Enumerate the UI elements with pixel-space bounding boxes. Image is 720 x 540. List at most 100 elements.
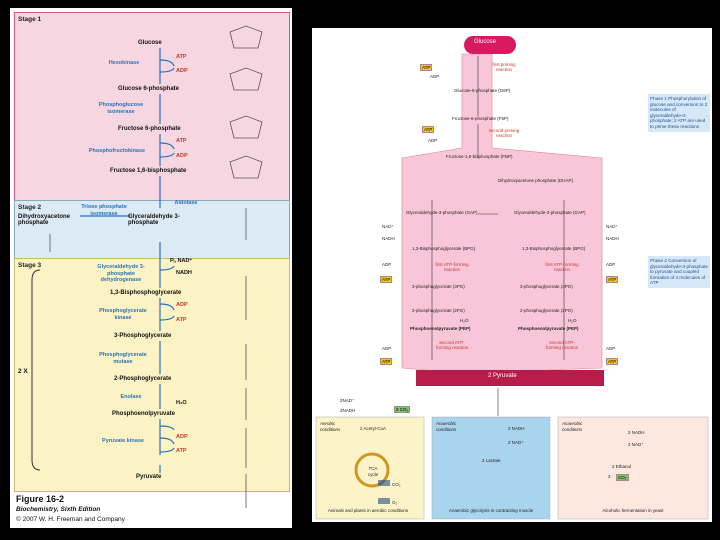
r-co2: CO₂ [392,482,401,487]
atp-cofactor-2: ATP [176,138,187,144]
r-adp-4: ADP [606,262,616,267]
pfk-label: Phosphofructokinase [88,148,146,154]
r-atp-4: ATP [606,276,619,283]
figure-copyright: © 2007 W. H. Freeman and Company [16,516,125,523]
atp-cofactor-1: ATP [176,54,187,60]
r-second-atp-left: second ATP-forming reaction [435,340,469,350]
figure-title: Figure 16-2 [16,494,65,504]
r-2nadp: 2NAD⁺ [340,398,355,403]
r-tca: TCA cycle [367,466,379,477]
r-2nadh: 2NADH [340,408,356,413]
r-2pg-right: 2-phosphoglycerate (2PG) [520,308,573,313]
r-water-right: H₂O [568,318,577,323]
stage-1-label: Stage 1 [18,16,42,23]
r-atp-1: ATP [420,64,433,71]
adp-cofactor-3: ADP [176,302,188,308]
pgi-label: Phosphoglucose isomerase [98,102,144,115]
phase-1-note: Phase 1 Phosphorylation of glucose and c… [648,94,710,132]
r-ethanol: 2 Ethanol [612,464,632,469]
r-anaerobic-2: Anaerobic conditions [562,421,583,432]
r-2co2-top: 2 CO₂ [394,406,411,413]
r-nadh-right: NADH [606,236,619,241]
fructose-bisphosphate-label: Fructose 1,6-bisphosphate [110,168,187,174]
two-x-label: 2 X [18,368,28,375]
r-nadh-2: 2 NADH [508,426,525,431]
r-lactate: 2 Lactate [482,458,501,463]
aldolase-label: Aldolase [174,200,198,206]
left-figure-panel: Stage 1 Stage 2 Stage 3 [10,8,292,528]
r-two: 2 [608,474,611,479]
left-arrows [31,25,263,508]
r-adp-6: ADP [606,346,616,351]
2-phosphoglycerate-label: 2-Phosphoglycerate [114,376,172,382]
r-3pg-left: 3-phosphoglycerate (3PG) [412,284,465,289]
gapdh-label: Glyceraldehyde 3-phosphate dehydrogenase [97,264,145,283]
r-second-atp-right: second ATP-forming reaction [545,340,579,350]
water-cofactor: H₂O [176,400,187,406]
nadh-cofactor: NADH [176,270,192,276]
r-atp-2: ATP [422,126,435,133]
stage-1-box [14,12,290,202]
r-caption-alcoholic: Alcoholic fermentation in yeast [602,508,664,513]
stage-2-box [14,200,290,260]
r-first-atp-left: first ATP-forming reaction [435,262,469,272]
r-second-priming: second priming reaction [488,128,520,138]
r-nad-2: 2 NAD⁺ [508,440,524,445]
r-adp-5: ADP [382,346,392,351]
r-atp-3: ATP [380,276,393,283]
gap-label: Glyceraldehyde 3-phosphate [128,214,180,226]
glucose-label: Glucose [138,40,162,46]
r-adp-3: ADP [382,262,392,267]
r-2pg-left: 2-phosphoglycerate (2PG) [412,308,465,313]
r-f6p: Fructose-6-phosphate (F6P) [452,116,509,121]
r-water-left: H₂O [460,318,469,323]
right-pathway-shape [315,36,709,520]
r-nad-left: NAD⁺ [382,224,394,229]
r-gap-left: Glyceraldehyde-3-phosphate (GAP) [406,210,478,215]
atp-cofactor-4: ATP [176,448,187,454]
pyruvate-label: Pyruvate [136,474,162,480]
adp-cofactor-1: ADP [176,68,188,74]
stage-2-label: Stage 2 [18,204,42,211]
fructose-6-phosphate-label: Fructose 6-phosphate [118,126,181,132]
r-nad-right: NAD⁺ [606,224,618,229]
3-phosphoglycerate-label: 3-Phosphoglycerate [114,333,172,339]
bisphosphoglycerate-label: 1,3-Bisphosphoglycerate [110,290,182,296]
r-pyruvate: 2 Pyruvate [488,373,517,379]
r-nadh-left: NADH [382,236,395,241]
adp-cofactor-2: ADP [176,153,188,159]
r-pep-left: Phosphoenolpyruvate (PEP) [410,326,471,331]
r-nad-3: 2 NAD⁺ [628,442,644,447]
r-pep-right: Phosphoenolpyruvate (PEP) [518,326,579,331]
r-co2-yeast: CO₂ [616,474,629,481]
r-atp-5: ATP [380,358,393,365]
stage-3-label: Stage 3 [18,262,42,269]
r-g6p: Glucose-6-phosphate (G6P) [454,88,511,93]
atp-cofactor-3: ATP [176,317,187,323]
r-first-atp-right: first ATP-forming reaction [545,262,579,272]
r-3pg-right: 3-phosphoglycerate (3PG) [520,284,573,289]
r-fbp: Fructose-1,6-bisphosphate (FBP) [446,154,513,159]
r-adp-2: ADP [428,138,438,143]
adp-cofactor-4: ADP [176,434,188,440]
stage-3-box [14,258,290,492]
r-o2: O₂ [392,500,398,505]
phosphoenolpyruvate-label: Phosphoenolpyruvate [112,411,176,417]
r-atp-6: ATP [606,358,619,365]
r-bpg-right: 1,3-Bisphosphoglycerate (BPG) [522,246,586,251]
pi-nad-cofactor: Pᵢ, NAD⁺ [170,258,193,264]
r-bpg-left: 1,3-Bisphosphoglycerate (BPG) [412,246,476,251]
r-caption-anaerobic: Anaerobic glycolysis in contracting musc… [448,508,534,513]
r-anaerobic: Anaerobic conditions [436,421,457,432]
figure-subtitle: Biochemistry, Sixth Edition [16,506,101,513]
r-caption-aerobic: Animals and plants in aerobic conditions [327,508,409,513]
r-acetyl: 2 Acetyl-CoA [360,426,387,431]
r-adp-1: ADP [430,74,440,79]
r-aerobic: Aerobic conditions [320,421,341,432]
pgm-label: Phosphoglycerate mutase [99,352,147,365]
tpi-label: Triose phosphate isomerase [81,204,127,217]
r-nadh-3: 2 NADH [628,430,645,435]
hexokinase-label: Hexokinase [108,60,140,66]
right-figure-panel: Glucose first priming reaction Glucose-6… [312,28,712,522]
